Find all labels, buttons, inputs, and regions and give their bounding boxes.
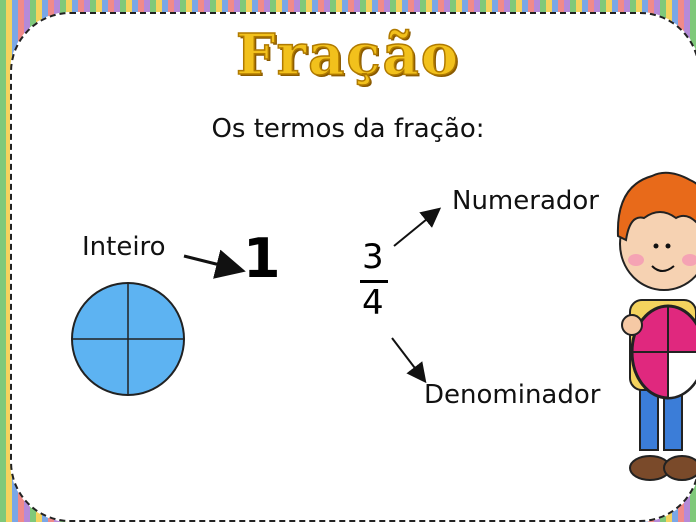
denominador-label: Denominador (424, 380, 601, 410)
arrow-denominador (391, 337, 427, 384)
whole-number: 1 (243, 227, 281, 290)
arrow-numerador (393, 207, 442, 247)
boy-illustration-icon (616, 171, 696, 481)
arrow-inteiro (183, 249, 246, 279)
fraction-bar (360, 280, 388, 283)
whole-circle-icon (71, 282, 185, 396)
subtitle: Os termos da fração: (211, 114, 485, 144)
fraction-numerator: 3 (362, 237, 384, 277)
fraction-shield-icon (630, 304, 696, 400)
fraction-denominator: 4 (362, 283, 384, 323)
numerador-label: Numerador (452, 186, 599, 216)
poster-card (10, 12, 696, 522)
page-title: Fração (235, 21, 461, 89)
inteiro-label: Inteiro (82, 232, 166, 262)
illustration-layer (71, 171, 696, 481)
